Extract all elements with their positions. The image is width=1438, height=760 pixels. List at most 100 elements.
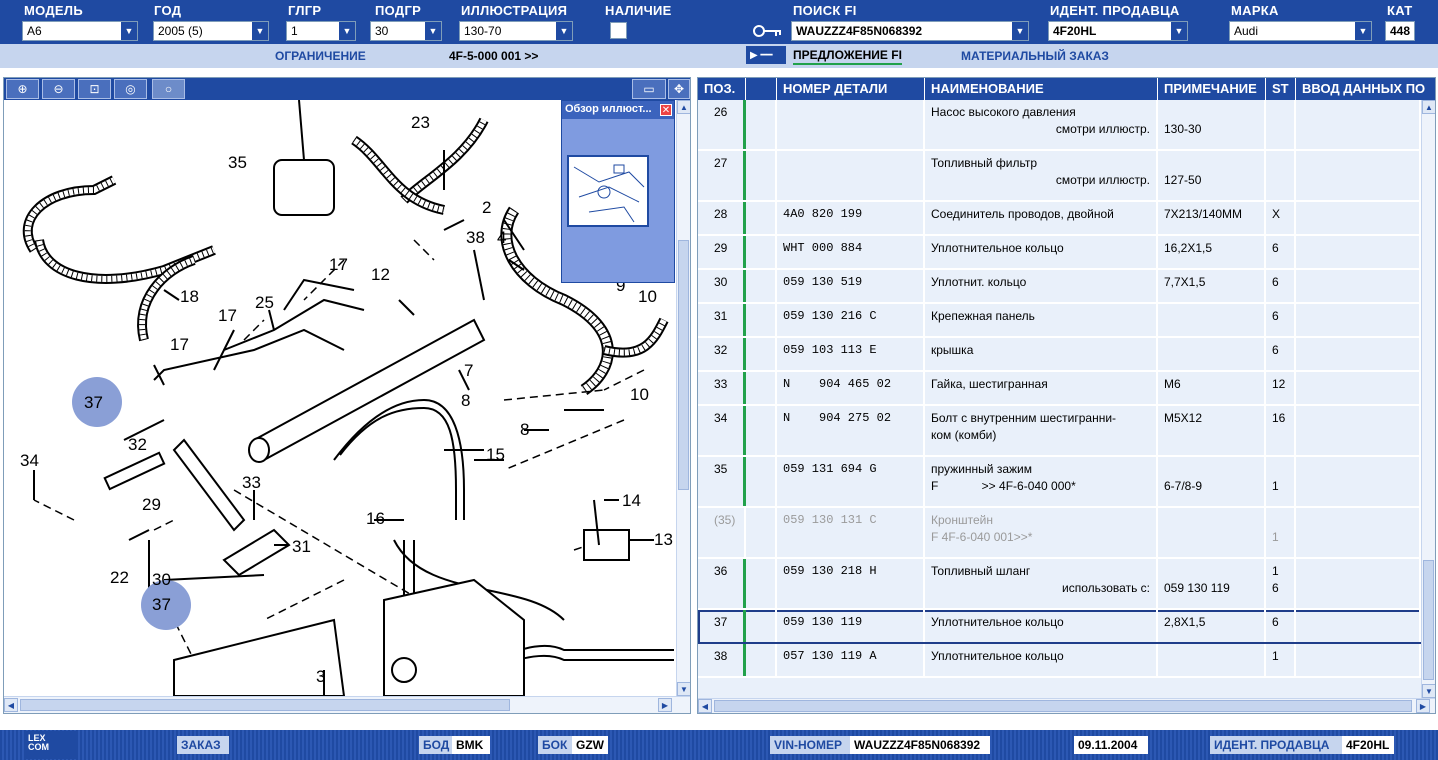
overview-thumbnail[interactable]: [567, 155, 649, 227]
col-header-note[interactable]: ПРИМЕЧАНИЕ: [1158, 78, 1266, 100]
diagram-label[interactable]: 37: [84, 393, 103, 412]
diagram-label[interactable]: 34: [20, 451, 39, 470]
table-horizontal-scrollbar[interactable]: ◀ ▶: [698, 698, 1435, 713]
tab-fi-offer[interactable]: ПРЕДЛОЖЕНИЕ FI: [793, 48, 902, 65]
scroll-right-icon[interactable]: ▶: [1416, 699, 1430, 713]
year-select[interactable]: 2005 (5)▼: [153, 21, 269, 41]
diagram-label[interactable]: 35: [228, 153, 247, 172]
col-header-marker[interactable]: [746, 78, 777, 100]
scroll-thumb[interactable]: [1423, 560, 1434, 680]
diagram-vertical-scrollbar[interactable]: ▲ ▼: [676, 100, 690, 696]
chevron-down-icon[interactable]: ▼: [556, 22, 572, 40]
diagram-label[interactable]: 3: [316, 667, 325, 686]
diagram-label[interactable]: 13: [654, 530, 673, 549]
exploded-diagram[interactable]: 23 35 2 38 4 17 12 18 17 25 17 9 10 37 7…: [4, 100, 674, 696]
zoom-in-icon[interactable]: ⊕: [6, 79, 39, 99]
chevron-down-icon[interactable]: ▼: [425, 22, 441, 40]
diagram-label[interactable]: 8: [520, 420, 529, 439]
diagram-label[interactable]: 30: [152, 570, 171, 589]
move-icon[interactable]: ✥: [668, 79, 690, 99]
scroll-down-icon[interactable]: ▼: [677, 682, 690, 696]
diagram-label[interactable]: 22: [110, 568, 129, 587]
chevron-down-icon[interactable]: ▼: [121, 22, 137, 40]
scroll-up-icon[interactable]: ▲: [1422, 100, 1435, 114]
diagram-label[interactable]: 10: [638, 287, 657, 306]
zoom-area-icon[interactable]: ⊡: [78, 79, 111, 99]
scroll-thumb[interactable]: [20, 699, 510, 711]
col-header-part-number[interactable]: НОМЕР ДЕТАЛИ: [777, 78, 925, 100]
scroll-up-icon[interactable]: ▲: [677, 100, 690, 114]
close-icon[interactable]: ✕: [660, 104, 672, 116]
availability-checkbox[interactable]: [610, 22, 627, 39]
order-button[interactable]: ЗАКАЗ: [177, 736, 229, 754]
chevron-down-icon[interactable]: ▼: [252, 22, 268, 40]
zoom-out-icon[interactable]: ⊖: [42, 79, 75, 99]
diagram-label[interactable]: 7: [464, 361, 473, 380]
diagram-label[interactable]: 17: [218, 306, 237, 325]
diagram-label[interactable]: 18: [180, 287, 199, 306]
glgr-select[interactable]: 1▼: [286, 21, 356, 41]
model-select[interactable]: A6▼: [22, 21, 138, 41]
col-header-name[interactable]: НАИМЕНОВАНИЕ: [925, 78, 1158, 100]
diagram-label[interactable]: 25: [255, 293, 274, 312]
col-header-pos[interactable]: ПОЗ.: [698, 78, 746, 100]
diagram-label[interactable]: 32: [128, 435, 147, 454]
diagram-label[interactable]: 14: [622, 491, 641, 510]
illustration-select[interactable]: 130-70▼: [459, 21, 573, 41]
diagram-label[interactable]: 17: [329, 255, 348, 274]
chevron-down-icon[interactable]: ▼: [1171, 22, 1187, 40]
diagram-label[interactable]: 9: [616, 276, 625, 295]
diagram-label[interactable]: 16: [366, 509, 385, 528]
key-icon[interactable]: [750, 21, 786, 41]
podgr-select[interactable]: 30▼: [370, 21, 442, 41]
col-header-data-entry[interactable]: ВВОД ДАННЫХ ПО: [1302, 81, 1426, 96]
scroll-right-icon[interactable]: ▶: [658, 698, 672, 712]
scroll-down-icon[interactable]: ▼: [1422, 684, 1435, 698]
diagram-label[interactable]: 15: [486, 445, 505, 464]
zoom-100-icon[interactable]: ◎: [114, 79, 147, 99]
diagram-label[interactable]: 38: [466, 228, 485, 247]
diagram-label[interactable]: 29: [142, 495, 161, 514]
scroll-left-icon[interactable]: ◀: [4, 698, 18, 712]
table-vertical-scrollbar[interactable]: ▲ ▼: [1421, 100, 1435, 698]
chevron-down-icon[interactable]: ▼: [339, 22, 355, 40]
brand-select[interactable]: Audi▼: [1229, 21, 1372, 41]
overview-window-icon[interactable]: ▭: [632, 79, 666, 99]
scroll-left-icon[interactable]: ◀: [698, 699, 712, 713]
diagram-label[interactable]: 33: [242, 473, 261, 492]
fi-offer-tab-icon[interactable]: ▶ ━━: [746, 46, 786, 64]
cat-field[interactable]: 448: [1385, 21, 1415, 41]
diagram-label[interactable]: 23: [411, 113, 430, 132]
scroll-thumb[interactable]: [714, 700, 1412, 712]
diagram-label[interactable]: 4: [497, 228, 506, 247]
diagram-label[interactable]: 8: [461, 391, 470, 410]
diagram-label[interactable]: 10: [630, 385, 649, 404]
scroll-thumb[interactable]: [678, 240, 689, 490]
diagram-label[interactable]: 2: [482, 198, 491, 217]
overview-window[interactable]: Обзор иллюст... ✕: [561, 100, 675, 283]
diagram-label[interactable]: 17: [170, 335, 189, 354]
diagram-label[interactable]: 31: [292, 537, 311, 556]
dealer-id-select[interactable]: 4F20HL▼: [1048, 21, 1188, 41]
chevron-down-icon[interactable]: ▼: [1355, 22, 1371, 40]
diagram-label[interactable]: 12: [371, 265, 390, 284]
search-fi-select[interactable]: WAUZZZ4F85N068392▼: [791, 21, 1029, 41]
diagram-horizontal-scrollbar[interactable]: ◀ ▶: [4, 696, 690, 713]
chevron-down-icon[interactable]: ▼: [1012, 22, 1028, 40]
search-icon[interactable]: ○: [152, 79, 185, 99]
col-header-st[interactable]: ST: [1266, 78, 1296, 100]
